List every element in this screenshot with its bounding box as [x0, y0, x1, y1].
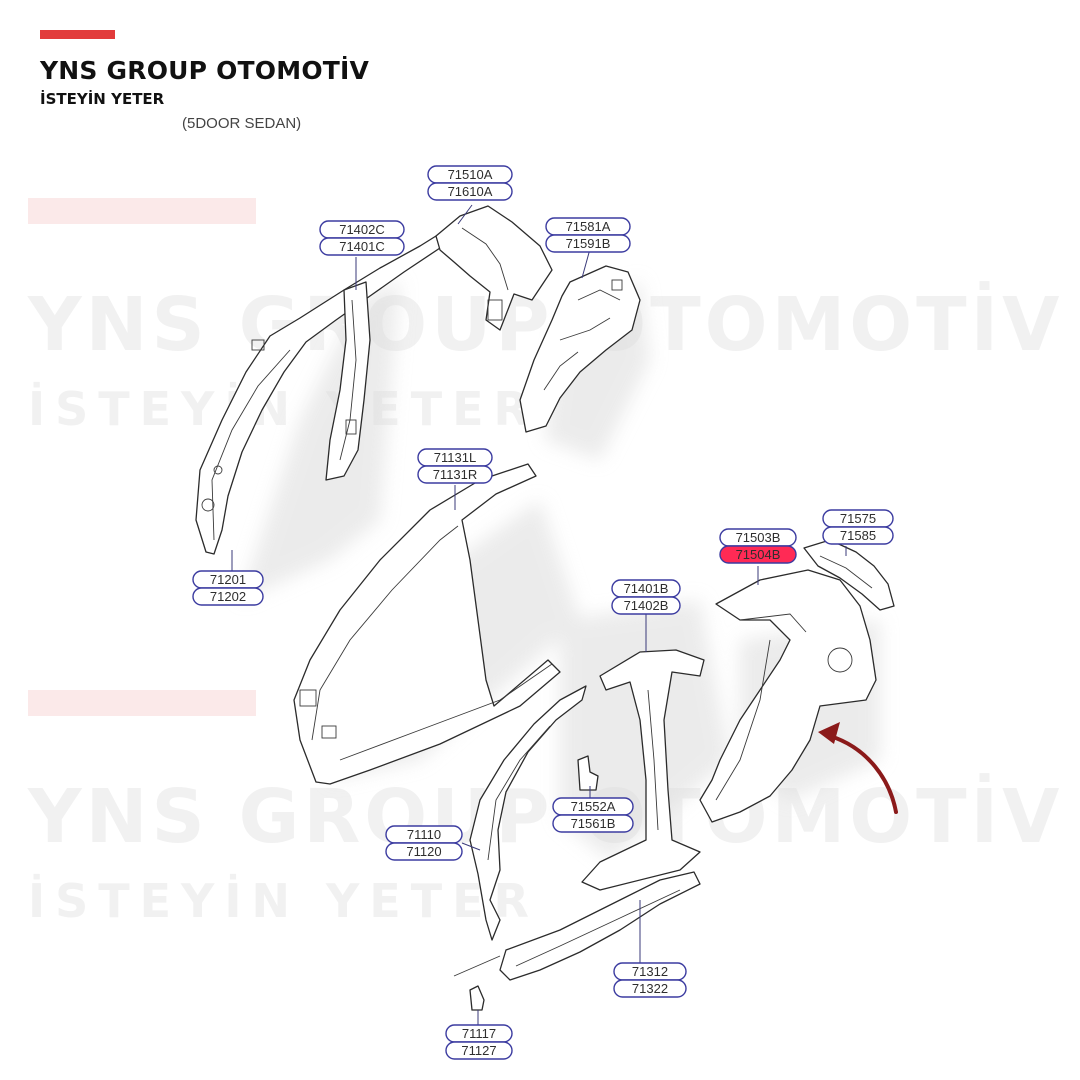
- part-number-bottom: 71127: [461, 1043, 496, 1058]
- part-number-callout-71510a: 71510A 71610A: [427, 165, 513, 201]
- part-rear-wheelhouse: [519, 265, 641, 433]
- part-number-callout-71402c: 71402C 71401C: [319, 220, 405, 256]
- watermark-tagline: İSTEYİN YETER: [28, 382, 539, 436]
- callout-capsule-bottom: [613, 979, 687, 998]
- callout-capsule-bottom: [427, 182, 513, 201]
- part-number-bottom: 71401C: [339, 239, 385, 254]
- part-number-callout-71201: 71201 71202: [192, 570, 264, 606]
- part-quarter-panel: [699, 569, 877, 823]
- part-number-top: 71503B: [736, 530, 781, 545]
- callout-capsule-bottom: [319, 237, 405, 256]
- part-number-top: 71552A: [571, 799, 616, 814]
- watermark-tagline: İSTEYİN YETER: [28, 874, 539, 928]
- leader-lines: [231, 204, 847, 1026]
- part-small-bracket: [577, 755, 599, 791]
- part-number-top: 71131L: [434, 450, 476, 465]
- part-number-callout-71117: 71117 71127: [445, 1024, 513, 1060]
- part-number-callout-71575: 71575 71585: [822, 509, 894, 545]
- part-number-top: 71117: [462, 1026, 496, 1041]
- part-side-outer-front: [293, 463, 561, 785]
- part-number-bottom: 71585: [840, 528, 876, 543]
- callout-capsule-bottom: [445, 1041, 513, 1060]
- watermark-bar: [28, 690, 256, 716]
- part-number-callout-71552a: 71552A 71561B: [552, 797, 634, 833]
- diagram-subtitle: (5DOOR SEDAN): [182, 115, 302, 132]
- part-number-callouts: 71510A 71610A 71402C 71401C 71581A 71591B 7113…: [192, 165, 894, 1060]
- part-number-top: 71201: [210, 572, 246, 587]
- accent-bar: [40, 30, 115, 39]
- part-number-callout-71581a: 71581A 71591B: [545, 217, 631, 253]
- brand-title: YNS GROUP OTOMOTİV: [40, 56, 370, 85]
- callout-capsule-bottom: [192, 587, 264, 606]
- part-number-bottom: 71202: [210, 589, 246, 604]
- part-front-pillar: [469, 685, 587, 941]
- part-number-top: 71312: [632, 964, 668, 979]
- callout-capsule-bottom: [417, 465, 493, 484]
- callout-capsule-bottom: [611, 596, 681, 615]
- part-tail-lamp-bracket: [803, 539, 895, 611]
- part-side-sill: [453, 871, 701, 981]
- part-number-top: 71402C: [339, 222, 385, 237]
- brand-tagline: İSTEYİN YETER: [40, 90, 165, 108]
- part-number-bottom: 71504B: [736, 547, 781, 562]
- part-number-bottom: 71322: [632, 981, 668, 996]
- part-number-bottom: 71131R: [433, 467, 478, 482]
- part-number-top: 71110: [407, 827, 441, 842]
- watermark-bar: [28, 198, 256, 224]
- part-number-callout-71312: 71312 71322: [613, 962, 687, 998]
- pointer-arrow: [818, 722, 898, 814]
- part-center-pillar-outer: [581, 649, 705, 891]
- part-number-top: 71510A: [448, 167, 493, 182]
- part-roof-rear-reinforcement: [435, 205, 553, 331]
- part-number-bottom: 71591B: [566, 236, 611, 251]
- part-number-top: 71575: [840, 511, 876, 526]
- part-number-callout-71131l: 71131L 71131R: [417, 448, 493, 484]
- callout-capsule-bottom: [385, 842, 463, 861]
- part-number-callout-71401b: 71401B 71402B: [611, 579, 681, 615]
- part-number-bottom: 71402B: [624, 598, 669, 613]
- part-number-bottom: 71120: [406, 844, 441, 859]
- part-number-top: 71581A: [566, 219, 611, 234]
- part-b-pillar-inner: [325, 281, 371, 481]
- part-number-callout-71110: 71110 71120: [385, 825, 463, 861]
- part-jack-bracket: [469, 985, 485, 1011]
- callout-capsule-bottom: [552, 814, 634, 833]
- callout-capsule-bottom: [719, 545, 797, 564]
- callout-capsule-bottom: [822, 526, 894, 545]
- callout-capsule-bottom: [545, 234, 631, 253]
- part-number-bottom: 71610A: [448, 184, 493, 199]
- part-number-bottom: 71561B: [571, 816, 616, 831]
- part-number-top: 71401B: [624, 581, 669, 596]
- part-number-callout-71503b: 71503B 71504B: [719, 528, 797, 564]
